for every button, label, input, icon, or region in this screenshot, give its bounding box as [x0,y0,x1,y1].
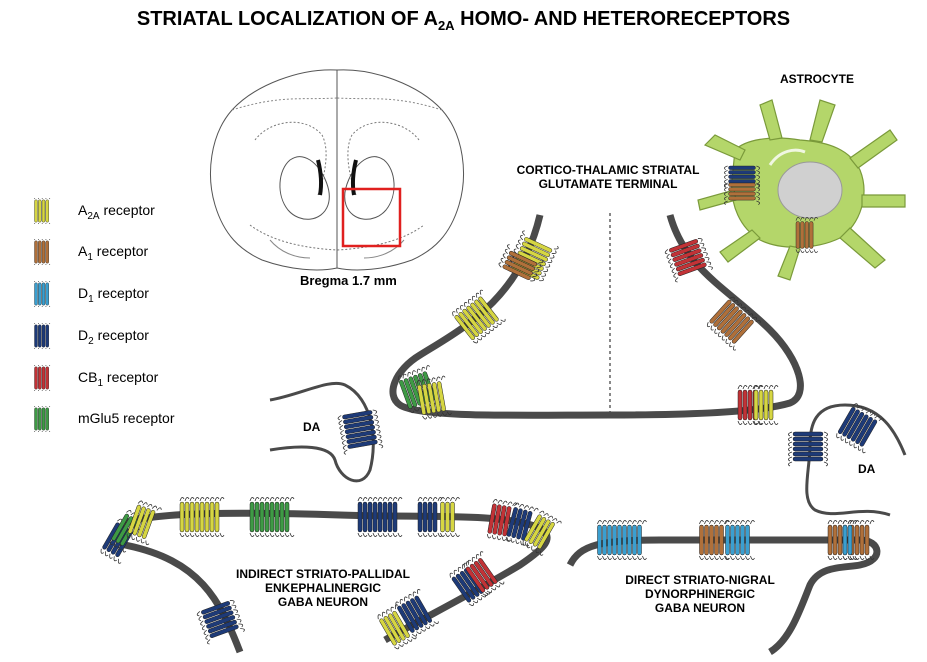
d2-receptor [196,600,245,645]
legend-rest: receptor [92,243,149,259]
legend-main: A [78,202,88,218]
a2a-receptor [179,497,225,537]
indirect-line2: ENKEPHALINERGIC [264,581,381,595]
cb1-receptor-icon [34,363,53,393]
d1-receptor [725,520,755,560]
cb1-receptor [486,499,518,542]
legend-sub: 1 [87,251,93,263]
glutamate-terminal-label: CORTICO-THALAMIC STRIATAL GLUTAMATE TERM… [508,163,708,191]
a1-receptor [706,296,761,351]
d2-receptor [724,165,760,188]
a2a-receptor [452,289,506,344]
direct-neuron-label: DIRECT STRIATO-NIGRAL DYNORPHINERGIC GAB… [615,573,785,615]
legend-item-d1: D1 receptor [28,279,228,309]
a1-receptor [795,217,818,253]
a2a-receptor [753,385,779,425]
a1-receptor [34,237,53,267]
astrocyte-label: ASTROCYTE [780,72,855,86]
d2-receptor [357,497,403,537]
da-label-left: DA [303,420,321,434]
a2a-receptor [416,375,452,420]
legend-rest: receptor [93,285,149,301]
indirect-line3: GABA NEURON [277,595,369,609]
a2a-receptor [34,196,53,226]
a2a-receptor [126,500,162,546]
direct-line2: DYNORPHINERGIC [644,587,755,601]
mglu5-receptor [34,404,53,434]
legend-main: A [78,243,88,259]
a1-receptor [724,182,760,205]
legend-rest: receptor [93,327,149,343]
legend-main: CB [78,369,98,385]
legend-item-cb1: CB1 receptor [28,363,228,393]
legend-item-mglu5: mGlu5 receptor [28,404,228,434]
mglu5-receptor [249,497,295,537]
legend-sub: 1 [88,293,94,305]
receptor-layer [100,165,884,650]
d2-receptor-icon [34,321,53,351]
mglu5-receptor-icon [34,404,53,434]
direct-line3: GABA NEURON [654,601,746,615]
cb1-receptor [664,238,713,283]
bregma-label: Bregma 1.7 mm [300,273,397,288]
a1-receptor [498,244,544,282]
glutamate-terminal [389,213,804,419]
highlight-box [341,187,402,248]
a2a-receptor [522,510,562,556]
cb1-receptor [34,363,53,393]
da-terminal-left [269,381,375,483]
d2-receptor [505,502,539,547]
direct-line1: DIRECT STRIATO-NIGRAL [625,573,775,587]
legend-main: D [78,285,89,301]
terminal-membrane [389,214,804,419]
legend-sub: 2 [88,335,94,347]
a2a-receptor [377,604,417,650]
d1-receptor [34,279,53,309]
astrocyte-nucleus [777,161,843,219]
legend-rest: receptor [103,369,159,385]
glutamate-terminal-line2: GLUTAMATE TERMINAL [538,177,678,191]
d1-receptor [842,520,858,560]
d2-receptor [836,403,884,454]
diagram-title: STRIATAL LOCALIZATION OF A2A HOMO- AND H… [0,8,927,33]
glutamate-terminal-line1: CORTICO-THALAMIC STRIATAL [516,163,700,177]
indirect-line1: INDIRECT STRIATO-PALLIDAL [236,567,410,581]
d2-receptor [337,409,384,455]
d2-receptor [395,589,439,637]
legend-sub: 2A [87,210,100,222]
title-prefix: STRIATAL LOCALIZATION OF A [136,8,438,30]
cb1-receptor [463,551,505,596]
d2-receptor [449,561,491,606]
indirect-neuron-membrane [114,509,551,654]
d2-receptor [417,497,443,537]
legend-item-a1: A1 receptor [28,237,228,267]
legend-sub: 1 [97,377,104,389]
d2-receptor [34,321,53,351]
legend-main: mGlu5 receptor [78,410,175,426]
title-suffix: HOMO- AND HETERORECEPTORS [454,8,791,30]
cb1-receptor [737,385,763,425]
a1-receptor-icon [34,237,53,267]
a2a-receptor [440,497,460,537]
legend-rest: receptor [99,202,155,218]
indirect-neuron-label: INDIRECT STRIATO-PALLIDAL ENKEPHALINERGI… [228,567,418,609]
astrocyte [697,99,906,281]
legend-item-a2a: A2A receptor [28,196,228,226]
a2a-receptor-icon [34,196,53,226]
d1-receptor [597,520,647,560]
legend-main: D [78,327,89,343]
legend-item-d2: D2 receptor [28,321,228,351]
brain-section [210,69,464,271]
da-label-right: DA [858,462,876,476]
d2-receptor [788,431,828,467]
d1-receptor-icon [34,279,53,309]
a1-receptor [699,520,729,560]
title-subscript: 2A [437,18,455,33]
